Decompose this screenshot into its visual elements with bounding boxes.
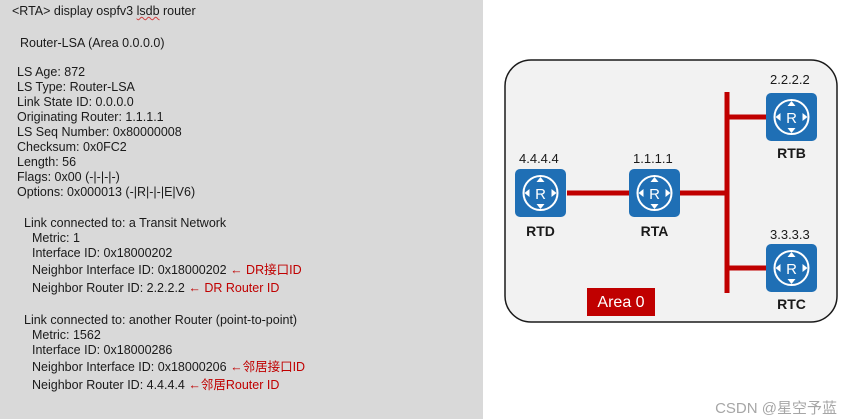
watermark: CSDN @星空予蓝 [715,400,837,417]
link2-neighbor-interface-id: Neighbor Interface ID: 0x18000206 ←邻居接口I… [32,360,305,375]
neighbor-router-annotation: ←邻居Router ID [188,378,280,392]
link1-neighbor-router-id: Neighbor Router ID: 2.2.2.2 ← DR Router … [32,281,279,296]
ls-type: LS Type: Router-LSA [17,80,135,94]
router-rtd: R 4.4.4.4 RTD [515,151,566,239]
rtb-name: RTB [777,145,806,161]
ls-seq-number: LS Seq Number: 0x80000008 [17,125,182,139]
link2-neighbor-interface-value: Neighbor Interface ID: 0x18000206 [32,360,227,374]
cli-output-panel: <RTA> display ospfv3 lsdb router Router-… [0,0,483,419]
link1-heading: Link connected to: a Transit Network [24,216,227,230]
options: Options: 0x000013 (-|R|-|-|E|V6) [17,185,196,199]
router-icon [636,175,673,211]
link1-interface-id: Interface ID: 0x18000202 [32,246,173,260]
flags: Flags: 0x00 (-|-|-|-) [17,170,120,184]
area-badge-label: Area 0 [597,294,644,311]
link2-neighbor-router-value: Neighbor Router ID: 4.4.4.4 [32,378,185,392]
originating-router: Originating Router: 1.1.1.1 [17,110,164,124]
link1-neighbor-interface-id: Neighbor Interface ID: 0x18000202 ← DR接口… [32,263,302,278]
dr-router-annotation: ← DR Router ID [188,281,280,295]
command-prompt-text: <RTA> display ospfv3 [12,4,137,18]
checksum: Checksum: 0x0FC2 [17,140,127,154]
router-icon [522,175,559,211]
ls-age: LS Age: 872 [17,65,86,79]
router-icon [773,250,810,286]
router-rtc: R 3.3.3.3 RTC [766,227,817,312]
rtc-router-id: 3.3.3.3 [770,227,810,242]
ospf-topology-diagram: R 4.4.4.4 RTD R 1.1.1.1 RTA R 2.2.2.2 RT… [504,59,838,323]
neighbor-interface-annotation: ←邻居接口ID [230,360,306,374]
length: Length: 56 [17,155,77,169]
link2-interface-id: Interface ID: 0x18000286 [32,343,173,357]
router-r-glyph: R [786,110,797,127]
area-badge-box [587,288,655,316]
link2-neighbor-router-id: Neighbor Router ID: 4.4.4.4 ←邻居Router ID [32,378,279,393]
command-rest-text: router [159,4,196,18]
link1-neighbor-interface-value: Neighbor Interface ID: 0x18000202 [32,263,227,277]
link2-heading: Link connected to: another Router (point… [24,313,298,327]
link-state-id: Link State ID: 0.0.0.0 [17,95,134,109]
router-icon [773,99,810,135]
rtd-router-id: 4.4.4.4 [519,151,559,166]
lsa-header: Router-LSA (Area 0.0.0.0) [20,36,165,50]
rtb-router-id: 2.2.2.2 [770,72,810,87]
command-keyword-text: lsdb [136,4,160,18]
router-r-glyph: R [535,186,546,203]
link1-neighbor-router-value: Neighbor Router ID: 2.2.2.2 [32,281,185,295]
router-r-glyph: R [786,261,797,278]
area-badge: Area 0 [587,288,655,316]
rta-name: RTA [641,223,669,239]
link1-metric: Metric: 1 [32,231,80,245]
dr-interface-annotation: ← DR接口ID [230,263,302,277]
rtc-name: RTC [777,296,806,312]
router-rta: R 1.1.1.1 RTA [629,151,680,239]
link2-metric: Metric: 1562 [32,328,101,342]
rta-router-id: 1.1.1.1 [633,151,673,166]
rtd-name: RTD [526,223,555,239]
cli-command: <RTA> display ospfv3 lsdb router [12,4,196,19]
router-rtb: R 2.2.2.2 RTB [766,72,817,161]
links [567,92,766,293]
router-r-glyph: R [649,186,660,203]
